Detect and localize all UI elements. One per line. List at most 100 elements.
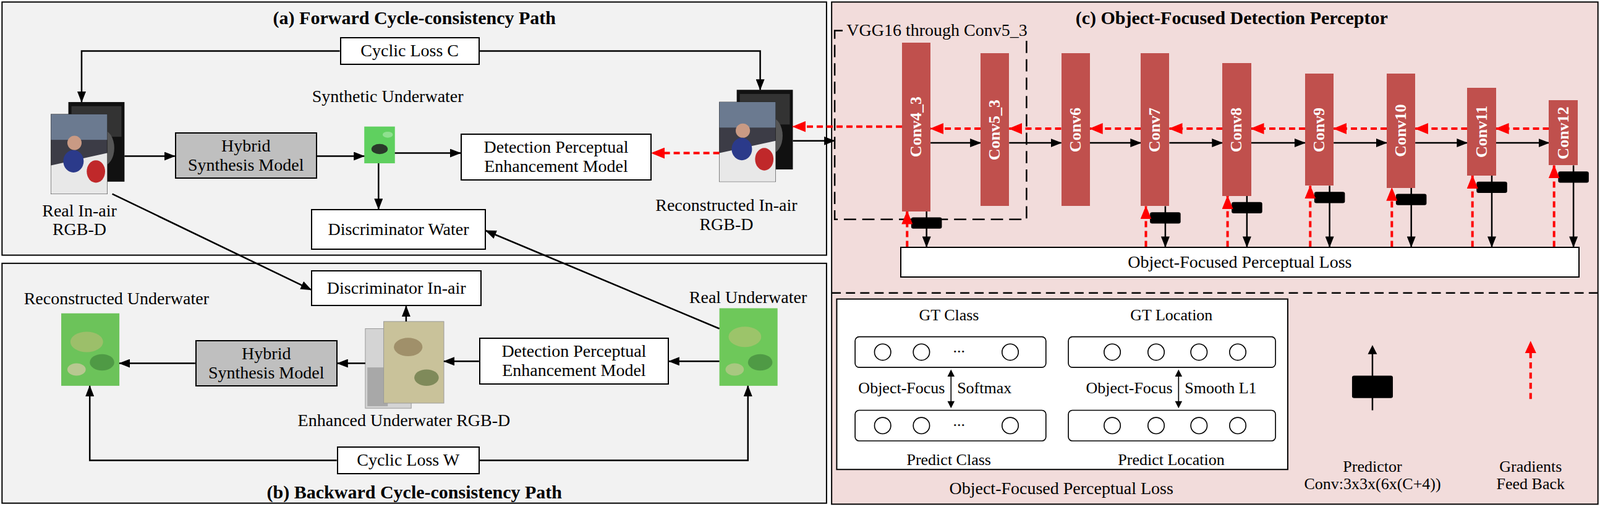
layer-label: Conv5_3 xyxy=(986,98,1003,160)
node-text: Real Underwater xyxy=(689,288,807,308)
vector-cell xyxy=(1002,417,1019,434)
image-node: Reconstructed In-air RGB-D xyxy=(719,89,794,184)
vector-row xyxy=(1068,336,1276,368)
rgb-image xyxy=(383,321,444,404)
node-text: Reconstructed Underwater xyxy=(24,289,209,309)
rgb-image xyxy=(51,114,108,195)
node-text: Predict Class xyxy=(906,451,992,470)
node-text: Synthetic Underwater xyxy=(312,87,464,107)
node-text: Cyclic Loss W xyxy=(356,450,460,470)
water-image xyxy=(719,307,778,386)
image-texture xyxy=(89,354,115,371)
node-text: Hybrid Synthesis Model xyxy=(200,344,333,383)
panel-ground xyxy=(1,263,827,504)
flow-arrow xyxy=(119,362,196,365)
node-text: Real In-air RGB-D xyxy=(33,201,126,240)
image-node: Reconstructed Underwater xyxy=(61,313,120,386)
flow-arrow xyxy=(377,163,380,209)
gradient-feedback-arrow xyxy=(1333,127,1387,130)
node-text: Predict Location xyxy=(1117,451,1225,470)
image-texture xyxy=(70,331,104,352)
layer-label: Conv12 xyxy=(1555,106,1572,159)
flow-arrow xyxy=(479,385,749,461)
image-person xyxy=(731,137,752,161)
node-text: Cyclic Loss C xyxy=(360,41,459,61)
process-box: Cyclic Loss C xyxy=(340,37,480,65)
vector-cell xyxy=(874,343,891,360)
gradient-feedback-arrow xyxy=(1169,127,1223,130)
process-box: Discriminator Water xyxy=(310,208,486,250)
node-text: Detection Perceptual Enhancement Model xyxy=(465,137,647,177)
flow-arrow xyxy=(81,51,341,103)
node-text: GT Class xyxy=(918,306,979,325)
vector-cell xyxy=(1148,343,1165,360)
conv-layer: Conv10 xyxy=(1386,73,1416,188)
flow-arrow xyxy=(1251,142,1306,145)
loss-detail-box xyxy=(836,299,1288,470)
process-box: Discriminator In-air xyxy=(310,270,482,307)
legend-text: Predictor Conv:3x3x(6x(C+4)) xyxy=(1303,458,1441,494)
conv-layer: Conv5_3 xyxy=(980,53,1009,207)
node-text: Discriminator In-air xyxy=(327,278,467,298)
gradient-feedback-arrow xyxy=(930,127,981,130)
conv-layer: Conv6 xyxy=(1061,53,1090,207)
rgbd-image xyxy=(51,102,125,195)
node-text: ... xyxy=(952,338,966,357)
flow-arrow xyxy=(443,360,480,363)
model-box: Hybrid Synthesis Model xyxy=(195,340,338,388)
flow-arrow xyxy=(1008,142,1061,145)
gradient-feedback-arrow xyxy=(905,211,909,248)
layer-label: Conv8 xyxy=(1228,106,1245,152)
underwater-image xyxy=(719,307,778,386)
flow-arrow xyxy=(1491,175,1494,248)
node-text: Detection Perceptual Enhancement Model xyxy=(484,341,664,381)
underwater-image xyxy=(364,126,396,164)
node-text: Object-Focus xyxy=(1085,379,1173,398)
process-box: Object-Focused Perceptual Loss xyxy=(900,246,1580,278)
panel-title: (c) Object-Focused Detection Perceptor xyxy=(1075,7,1388,28)
model-box: Hybrid Synthesis Model xyxy=(174,132,318,180)
gradient-feedback-arrow xyxy=(792,125,903,128)
enhanced-image xyxy=(365,321,444,409)
vector-row xyxy=(1068,410,1276,442)
layer-label: Conv6 xyxy=(1067,106,1084,152)
flow-arrow xyxy=(930,142,981,145)
underwater-image xyxy=(61,313,120,386)
conv-layer: Conv4_3 xyxy=(902,42,931,211)
flow-arrow xyxy=(1410,187,1413,248)
panel-ground xyxy=(831,1,1599,504)
process-box: Cyclic Loss W xyxy=(336,446,480,475)
flow-arrow xyxy=(395,152,461,154)
double-arrow xyxy=(1178,375,1180,402)
conv-layer: Conv12 xyxy=(1548,100,1578,166)
image-node: Real Underwater xyxy=(719,307,778,386)
vector-cell xyxy=(874,417,891,434)
gradient-feedback-arrow xyxy=(1390,187,1393,248)
arrow-head xyxy=(947,369,955,377)
flow-arrow xyxy=(1572,165,1575,247)
separator-line xyxy=(831,291,1599,294)
gradient-feedback-arrow xyxy=(1471,175,1474,248)
layer-label: Conv9 xyxy=(1311,106,1328,152)
node-text: Softmax xyxy=(957,379,1012,398)
image-texture xyxy=(725,363,745,376)
layer-label: Conv4_3 xyxy=(908,96,925,158)
layer-label: Conv11 xyxy=(1473,105,1490,158)
flow-arrow xyxy=(124,155,175,158)
gradient-feedback-arrow xyxy=(1251,127,1306,130)
flow-arrow xyxy=(112,194,312,290)
image-texture xyxy=(414,369,439,386)
flow-arrow xyxy=(1169,142,1223,145)
layer-label: Conv7 xyxy=(1146,106,1163,152)
flow-arrow xyxy=(485,230,720,329)
image-texture xyxy=(67,363,86,376)
image-person xyxy=(63,150,84,173)
rgbd-image xyxy=(719,89,794,182)
flow-arrow xyxy=(1496,142,1550,145)
arrow-head xyxy=(947,401,955,409)
vector-cell xyxy=(1190,417,1207,434)
vector-cell xyxy=(1190,343,1207,360)
flow-arrow xyxy=(792,140,835,143)
vector-cell xyxy=(913,417,930,434)
